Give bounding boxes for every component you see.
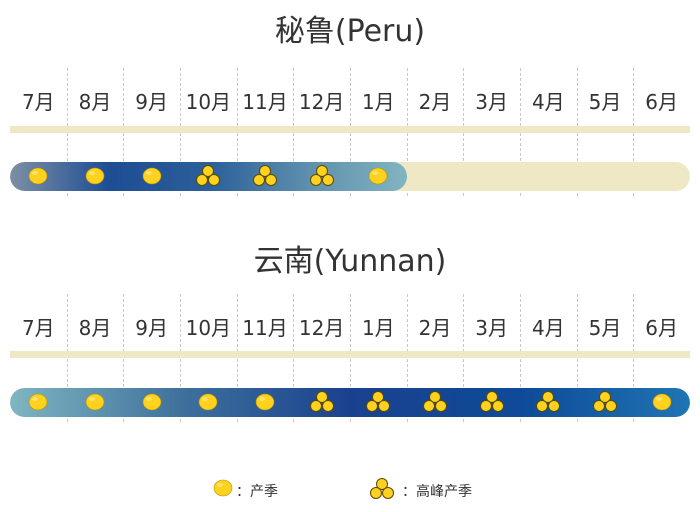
month-label: 12月	[298, 316, 345, 340]
month-grid: 7月 8月 9月 10月 11月 12月 1月 2月 3月 4月 5月 6月	[0, 294, 700, 422]
month-label: 7月	[21, 316, 55, 340]
season-fruit-icon	[651, 392, 673, 416]
month-label: 6月	[645, 316, 679, 340]
season-fruit-icon	[141, 166, 163, 190]
peak-fruit-cluster-icon	[195, 165, 221, 191]
section-title: 云南(Yunnan)	[253, 244, 447, 279]
season-fruit-icon	[84, 166, 106, 190]
grid-line	[406, 294, 408, 422]
legend: ：产季 ：高峰产季	[0, 472, 700, 506]
season-fruit-icon	[141, 392, 163, 416]
grid-line	[463, 294, 465, 422]
peru-section: 秘鲁(Peru) 7月 8月 9月 10月 11月 12月 1月 2月 3月 4月 5月 6月	[0, 0, 700, 230]
season-track	[10, 388, 690, 417]
grid-line	[293, 294, 295, 422]
season-fruit-icon	[27, 166, 49, 190]
grid-line	[236, 294, 238, 422]
peak-fruit-cluster-icon	[309, 391, 335, 417]
peak-fruit-cluster-icon	[479, 391, 505, 417]
month-divider-bar	[10, 126, 690, 133]
grid-line	[66, 294, 68, 422]
section-title: 秘鲁(Peru)	[274, 14, 426, 49]
season-fruit-icon	[212, 478, 234, 502]
legend-peak-label: ：高峰产季	[402, 484, 472, 500]
yunnan-section: 云南(Yunnan) 7月 8月 9月 10月 11月 12月 1月 2月 3月 4月 5月 6月	[0, 244, 700, 422]
legend-season-label: ：产季	[236, 484, 278, 500]
month-label: 1月	[361, 316, 395, 340]
grid-line	[520, 294, 521, 422]
month-label: 9月	[135, 90, 169, 114]
season-fill	[10, 388, 690, 417]
peak-fruit-cluster-icon	[592, 391, 618, 417]
month-label: 8月	[78, 90, 112, 114]
grid-line	[633, 294, 635, 422]
peak-fruit-cluster-icon	[252, 165, 278, 191]
peak-fruit-cluster-icon	[535, 391, 561, 417]
month-label: 2月	[418, 316, 452, 340]
month-label: 1月	[361, 90, 395, 114]
peak-fruit-cluster-icon	[369, 478, 395, 504]
month-label: 7月	[21, 90, 55, 114]
peak-fruit-cluster-icon	[422, 391, 448, 417]
month-label: 8月	[78, 316, 112, 340]
season-fruit-icon	[27, 392, 49, 416]
month-label: 4月	[531, 316, 565, 340]
grid-line	[123, 294, 125, 422]
month-label: 10月	[185, 90, 232, 114]
month-label: 5月	[588, 90, 622, 114]
peak-fruit-cluster-icon	[309, 165, 335, 191]
grid-line	[576, 294, 578, 422]
season-fruit-icon	[197, 392, 219, 416]
month-label: 4月	[531, 90, 565, 114]
month-label: 3月	[475, 90, 509, 114]
month-label: 5月	[588, 316, 622, 340]
season-fruit-icon	[367, 166, 389, 190]
season-fruit-icon	[254, 392, 276, 416]
month-label: 11月	[242, 316, 288, 340]
month-label: 9月	[135, 316, 169, 340]
month-label: 10月	[185, 316, 232, 340]
grid-line	[180, 294, 181, 422]
grid-line	[350, 294, 351, 422]
month-label: 2月	[418, 90, 452, 114]
month-label: 3月	[475, 316, 509, 340]
month-divider-bar	[10, 351, 690, 358]
month-label: 12月	[298, 90, 345, 114]
peak-fruit-cluster-icon	[365, 391, 391, 417]
month-label: 11月	[242, 90, 288, 114]
season-fruit-icon	[84, 392, 106, 416]
month-label: 6月	[645, 90, 679, 114]
